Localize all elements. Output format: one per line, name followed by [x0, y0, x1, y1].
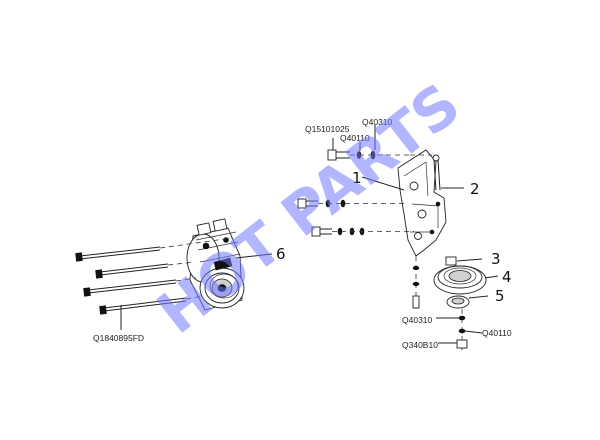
callout-1: 1: [352, 169, 362, 187]
long-bolts: [75, 237, 233, 330]
label-q40110-lower: Q40110: [482, 328, 512, 338]
callout-6: 6: [276, 245, 286, 263]
label-q1840895fd: Q1840895FD: [93, 333, 144, 343]
callout-4: 4: [502, 268, 512, 286]
middle-fasteners: [297, 198, 414, 237]
label-q40310-lower: Q40310: [402, 315, 433, 325]
callout-1-leader: [361, 176, 405, 191]
callout-6-leader: [235, 253, 273, 259]
callout-3: 3: [491, 250, 501, 268]
top-fasteners: [327, 125, 432, 161]
label-q340b10: Q340B10: [402, 340, 438, 350]
bracket: [397, 149, 447, 257]
label-q40310-top: Q40310: [362, 117, 393, 127]
label-q40110-top: Q40110: [340, 133, 370, 143]
idler-stack: [412, 256, 499, 350]
callout-5: 5: [495, 287, 505, 305]
stud: [432, 154, 464, 191]
label-q15101025: Q15101025: [305, 124, 350, 134]
compressor-assembly: [186, 218, 245, 311]
callout-2: 2: [470, 180, 480, 198]
